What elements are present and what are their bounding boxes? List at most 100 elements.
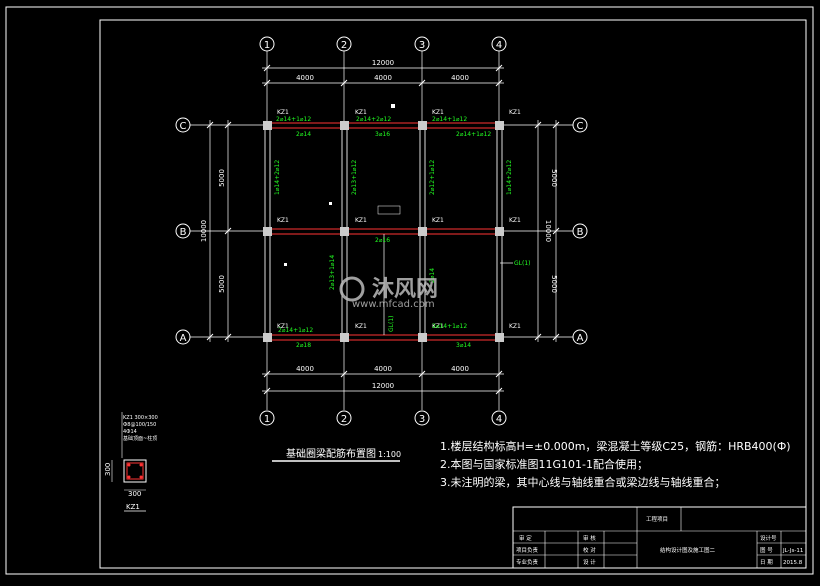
axis-label-bottom-1: 1 <box>264 414 270 425</box>
axis-label-top-3: 3 <box>419 40 425 51</box>
dimension-ticks <box>206 64 560 395</box>
detail-spec-line-2: Ф8@100/150 <box>123 422 156 428</box>
column-A1 <box>263 333 272 342</box>
rebar-left-col4-upper: 1⌀14+2⌀12 <box>506 160 513 195</box>
tb-project-label: 工程项目 <box>646 515 668 523</box>
kz-label: KZ1 <box>355 109 367 116</box>
dim-right-total: 10000 <box>544 220 552 242</box>
kz-label: KZ1 <box>355 217 367 224</box>
columns <box>263 121 504 342</box>
general-notes: 1.楼层结构标高H=±0.000m，梁混凝土等级C25，钢筋：HRB400(Ф)… <box>440 439 791 489</box>
axis-label-right-A: A <box>577 333 584 344</box>
tb-left-label-1: 审 定 <box>519 534 532 542</box>
dim-right-span-2: 5000 <box>550 275 558 293</box>
kz-label: KZ1 <box>509 323 521 330</box>
dim-bottom-span-1: 4000 <box>296 365 314 373</box>
axis-label-top-2: 2 <box>341 40 347 51</box>
column-C4 <box>495 121 504 130</box>
watermark-url: www.mfcad.com <box>352 299 435 310</box>
note-line-3: 3.未注明的梁，其中心线与轴线重合或梁边线与轴线重合； <box>440 475 726 489</box>
detail-spec-line-3: 4Ф14 <box>123 429 137 435</box>
rebar-bottom-3-4-lead: 2⌀14+1⌀12 <box>432 323 467 330</box>
rebar-bottom-1-2: 2⌀18 <box>296 342 311 349</box>
rebar-left-col3-lower: 2⌀14 <box>429 268 436 283</box>
tb-mid-label-3: 设 计 <box>583 558 596 566</box>
marker-dot <box>391 104 395 108</box>
dim-top-span-1: 4000 <box>296 74 314 82</box>
kz-label: KZ1 <box>432 323 444 330</box>
rebar-top-3-4-lead: 2⌀14+1⌀12 <box>432 116 467 123</box>
column-C1 <box>263 121 272 130</box>
axis-label-top-4: 4 <box>496 40 502 51</box>
title-block: 工程项目 结构设计图及施工图二 审 定 项目负责 专业负责 审 核 校 对 设 … <box>512 506 807 569</box>
detail-height: 300 <box>104 463 112 476</box>
kz-label: KZ1 <box>432 217 444 224</box>
text-note-box <box>377 205 401 215</box>
axis-label-bottom-2: 2 <box>341 414 347 425</box>
tb-right-value-3: 2015.8 <box>783 560 803 566</box>
column-detail: KZ1 300×300 Ф8@100/150 4Ф14 基础顶面~柱顶 300 … <box>104 412 158 512</box>
tb-mid-label-1: 审 核 <box>583 534 596 542</box>
rebar-left-col2-lower: 2⌀13+1⌀14 <box>329 255 336 290</box>
column-A3 <box>418 333 427 342</box>
axis-label-top-1: 1 <box>264 40 270 51</box>
inner-frame <box>99 19 807 569</box>
column-C3 <box>418 121 427 130</box>
rebar-left-col3-upper: 2⌀12+1⌀12 <box>429 160 436 195</box>
rebar-annotations: 2⌀14+1⌀12 2⌀14+2⌀12 2⌀14+1⌀12 2⌀14 3⌀16 … <box>274 116 531 349</box>
rebar-left-col1-upper: 1⌀14+2⌀12 <box>274 160 281 195</box>
kz-label: KZ1 <box>277 109 289 116</box>
detail-stirrup <box>126 462 144 480</box>
rebar-top-lead-1: 2⌀14+1⌀12 <box>276 116 311 123</box>
dim-top-total: 12000 <box>372 59 394 67</box>
marker-dot <box>329 202 332 205</box>
kz-label: KZ1 <box>355 323 367 330</box>
rebar-gl1: GL(1) <box>388 316 395 333</box>
kz-label: KZ1 <box>432 109 444 116</box>
rebar-mid-2-3: 2⌀16 <box>375 237 390 244</box>
tb-left-label-3: 专业负责 <box>516 558 539 566</box>
column-B4 <box>495 227 504 236</box>
detail-bars <box>127 463 143 479</box>
axis-label-right-C: C <box>577 121 584 132</box>
detail-label: KZ1 <box>126 503 140 511</box>
detail-column-section <box>123 459 147 483</box>
dim-top-span-2: 4000 <box>374 74 392 82</box>
plan-title: 基础圈梁配筋布置图 <box>286 447 376 460</box>
dim-top-span-3: 4000 <box>451 74 469 82</box>
kz-label: KZ1 <box>509 217 521 224</box>
watermark-logo-icon <box>339 276 365 302</box>
dimension-lines <box>190 51 574 410</box>
rebar-top-1-2: 2⌀14 <box>296 131 311 138</box>
beam-outlines-red <box>267 122 499 341</box>
detail-spec-line-4: 基础顶面~柱顶 <box>123 435 157 442</box>
column-C2 <box>340 121 349 130</box>
outer-frame <box>5 6 814 575</box>
column-A4 <box>495 333 504 342</box>
dimension-texts: 12000 4000 4000 4000 4000 4000 4000 1200… <box>200 59 558 390</box>
tb-right-label-2: 图 号 <box>760 546 773 554</box>
axis-label-left-A: A <box>180 333 187 344</box>
title-block-texts: 工程项目 结构设计图及施工图二 审 定 项目负责 专业负责 审 核 校 对 设 … <box>516 515 803 566</box>
dim-bottom-span-2: 4000 <box>374 365 392 373</box>
column-B2 <box>340 227 349 236</box>
tb-right-label-1: 设计号 <box>760 534 777 542</box>
tb-left-label-2: 项目负责 <box>516 546 539 554</box>
detail-width: 300 <box>128 490 141 498</box>
dim-bottom-span-3: 4000 <box>451 365 469 373</box>
axis-labels: 1 2 3 4 1 2 3 4 C B A C B A <box>180 40 584 425</box>
rebar-top-2-3: 3⌀16 <box>375 131 390 138</box>
column-A2 <box>340 333 349 342</box>
plan-scale: 1:100 <box>378 450 401 459</box>
rebar-gl1-right: GL(1) <box>514 260 531 267</box>
small-markers <box>284 104 395 266</box>
column-B3 <box>418 227 427 236</box>
rebar-bottom-3-4: 3⌀14 <box>456 342 471 349</box>
note-line-1: 1.楼层结构标高H=±0.000m，梁混凝土等级C25，钢筋：HRB400(Ф) <box>440 439 791 453</box>
watermark-brand: 沐风网 <box>372 277 438 302</box>
axis-label-right-B: B <box>577 227 584 238</box>
axis-label-left-B: B <box>180 227 187 238</box>
column-labels: KZ1 KZ1 KZ1 KZ1 KZ1 KZ1 KZ1 KZ1 KZ1 KZ1 … <box>277 109 521 330</box>
